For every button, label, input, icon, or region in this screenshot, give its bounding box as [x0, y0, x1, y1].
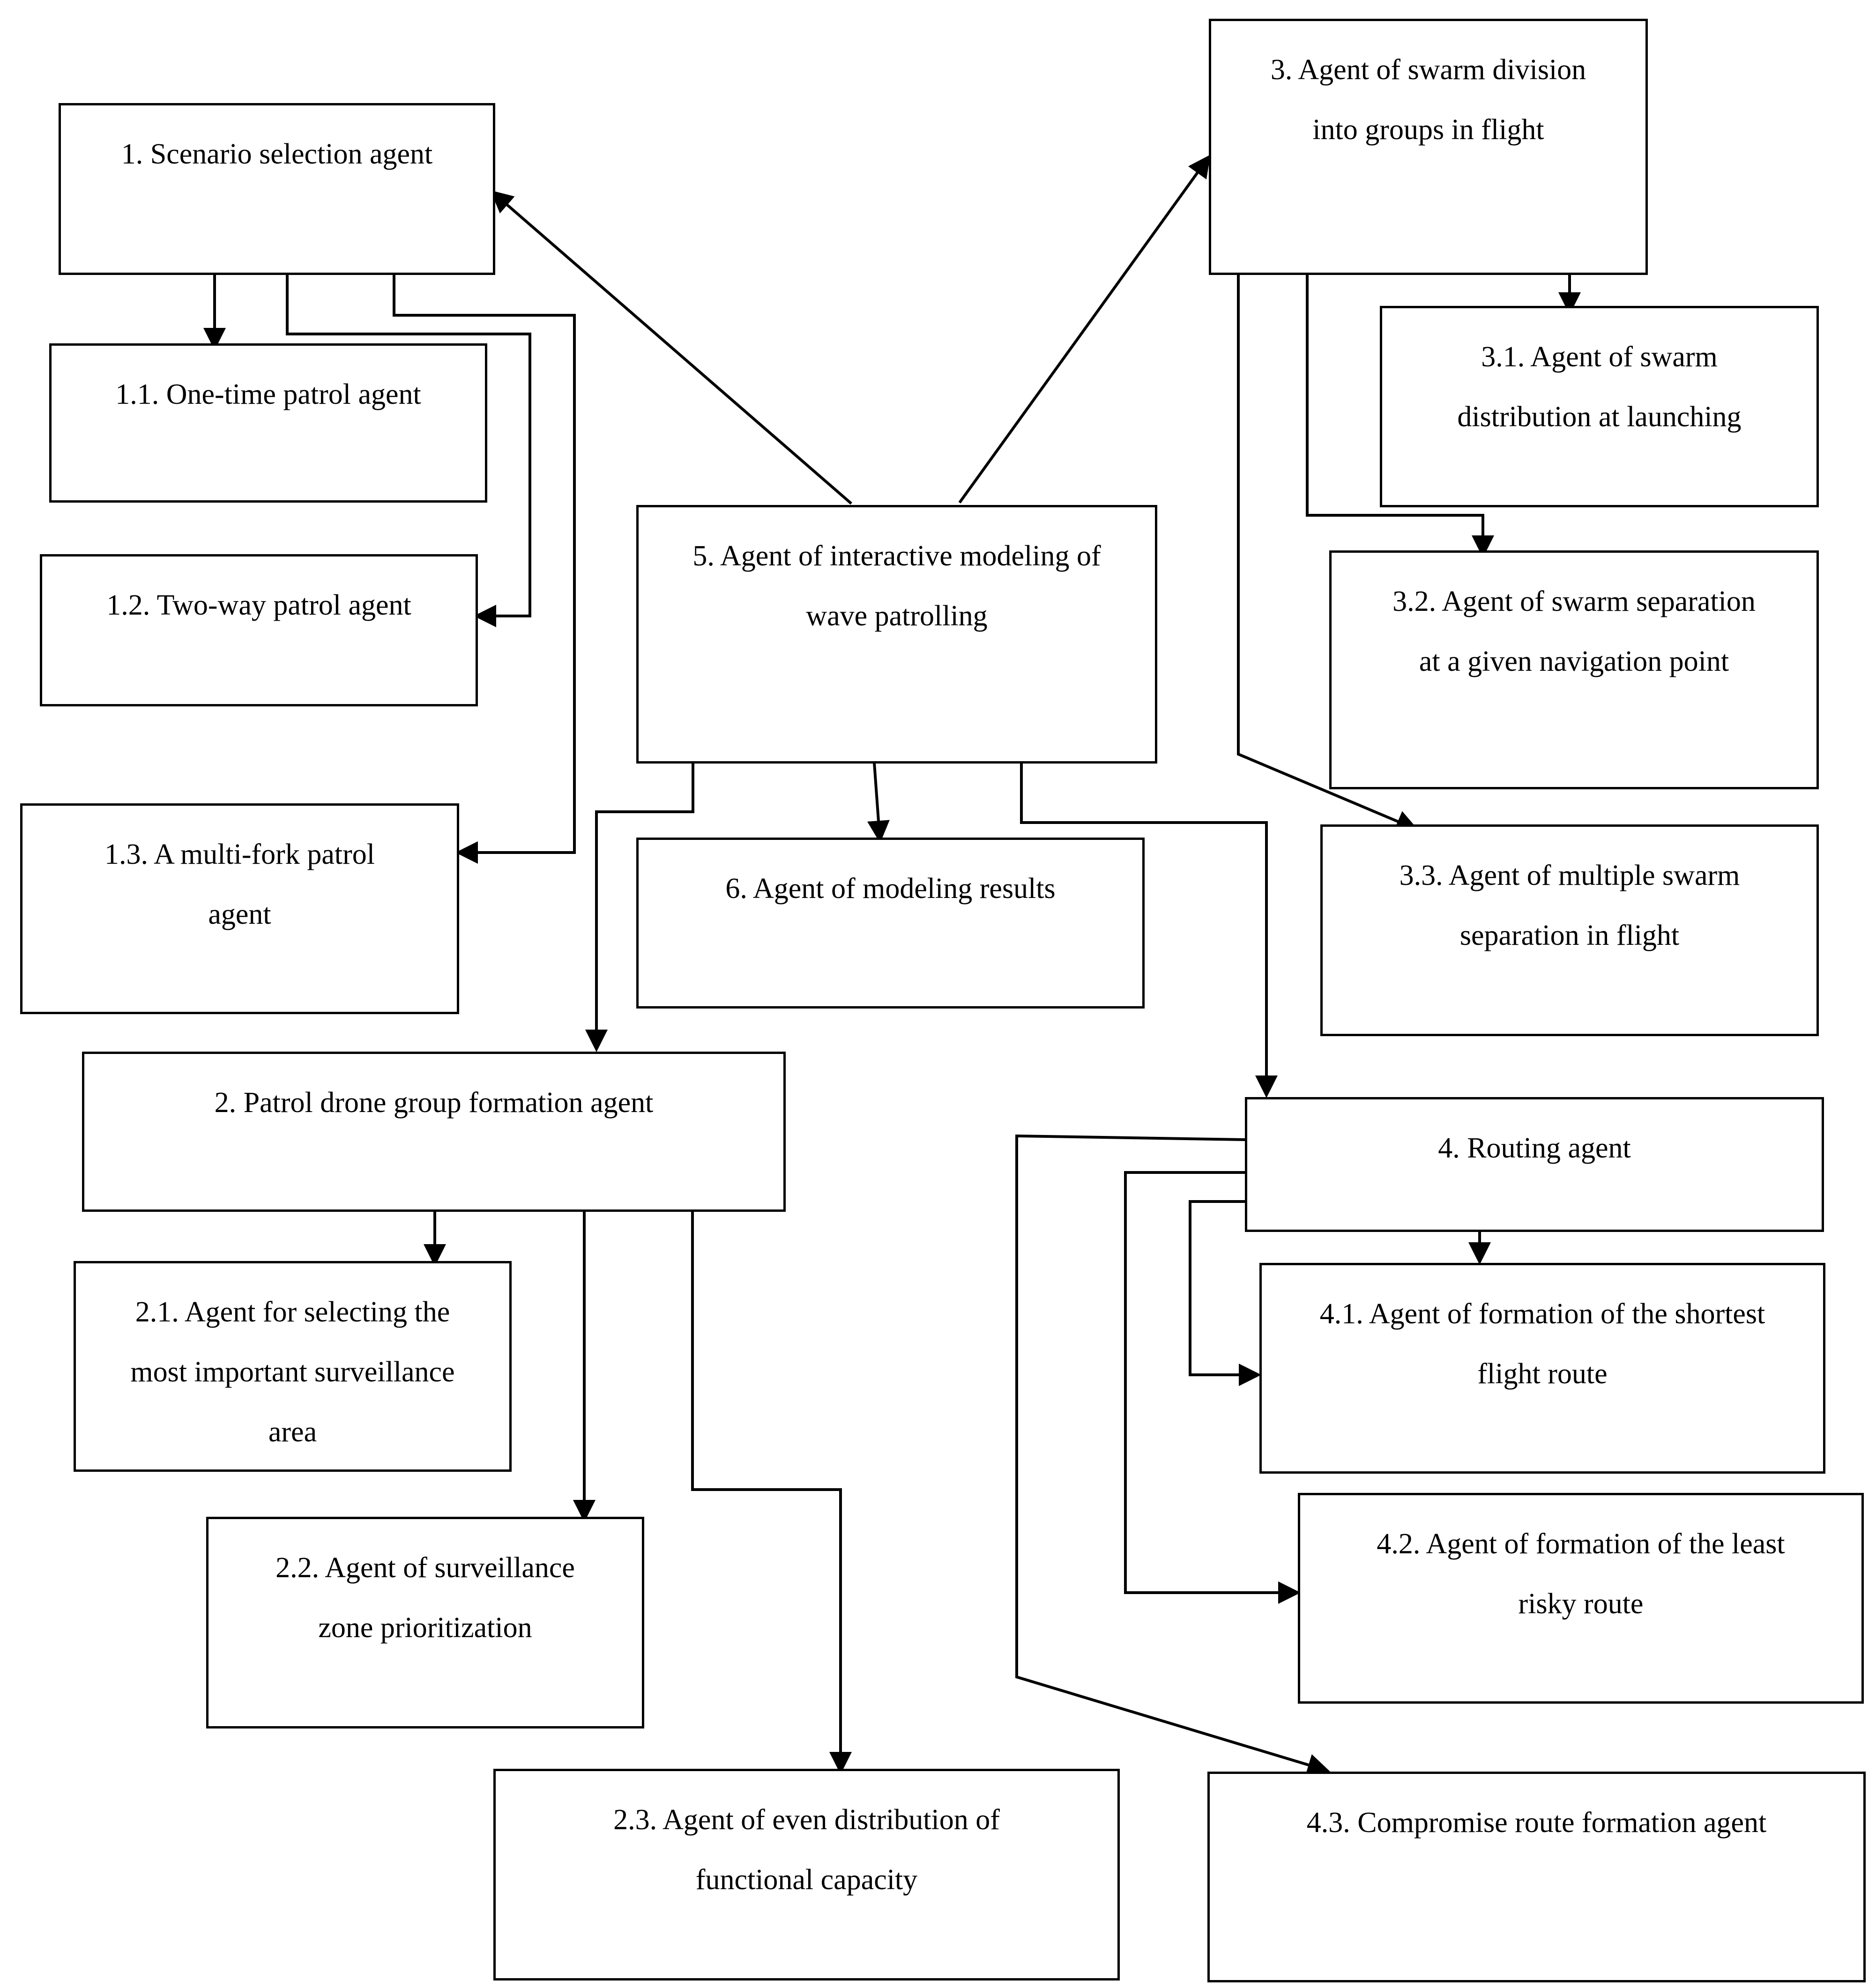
connector-3-to-3-2: [1306, 274, 1494, 558]
node-3-1-line1: 3.1. Agent of swarm: [1481, 341, 1718, 373]
node-6-line1: 6. Agent of modeling results: [725, 873, 1056, 905]
node-2-1-line3: area: [268, 1416, 317, 1448]
node-3-line2: into groups in flight: [1312, 114, 1544, 146]
node-4-1-shortest-route: 4.1. Agent of formation of the shortest …: [1259, 1263, 1825, 1474]
node-1-scenario-selection: 1. Scenario selection agent: [59, 103, 495, 275]
connector-5-to-4: [1020, 763, 1278, 1098]
connector-1-to-1-3: [393, 274, 576, 864]
node-1-2-line1: 1.2. Two-way patrol agent: [106, 589, 411, 621]
node-6-modeling-results: 6. Agent of modeling results: [636, 838, 1145, 1009]
connector-5-to-6: [867, 763, 890, 843]
node-3-2-line1: 3.2. Agent of swarm separation: [1392, 586, 1756, 617]
node-3-1-distribution-at-launching: 3.1. Agent of swarm distribution at laun…: [1380, 306, 1819, 507]
node-3-3-multiple-separation: 3.3. Agent of multiple swarm separation …: [1320, 824, 1819, 1036]
node-3-line1: 3. Agent of swarm division: [1270, 54, 1586, 86]
node-2-patrol-drone-group-formation: 2. Patrol drone group formation agent: [82, 1052, 786, 1212]
connector-4-to-4-2: [1124, 1171, 1301, 1604]
node-2-line1: 2. Patrol drone group formation agent: [214, 1087, 654, 1119]
node-2-2-zone-prioritization: 2.2. Agent of surveillance zone prioriti…: [206, 1517, 644, 1728]
node-2-3-even-distribution: 2.3. Agent of even distribution of funct…: [493, 1769, 1120, 1981]
node-5-line2: wave patrolling: [806, 600, 988, 632]
connector-5-to-2: [585, 763, 694, 1052]
node-3-2-line2: at a given navigation point: [1419, 645, 1729, 677]
node-4-2-line2: risky route: [1518, 1588, 1644, 1620]
node-3-1-line2: distribution at launching: [1457, 401, 1742, 433]
node-1-2-two-way-patrol: 1.2. Two-way patrol agent: [40, 554, 478, 706]
node-5-interactive-modeling: 5. Agent of interactive modeling of wave…: [636, 505, 1157, 764]
node-1-3-line2: agent: [208, 898, 271, 930]
connector-4-to-4-3: [1015, 1134, 1330, 1776]
node-2-3-line1: 2.3. Agent of even distribution of: [613, 1804, 1000, 1836]
node-2-1-line2: most important surveillance: [130, 1356, 455, 1388]
node-4-3-line1: 4.3. Compromise route formation agent: [1306, 1807, 1767, 1839]
node-3-3-line1: 3.3. Agent of multiple swarm: [1399, 860, 1740, 891]
node-5-line1: 5. Agent of interactive modeling of: [692, 540, 1101, 572]
node-4-routing: 4. Routing agent: [1245, 1097, 1824, 1232]
connector-3-to-3-3: [1237, 274, 1419, 832]
node-3-swarm-division: 3. Agent of swarm division into groups i…: [1209, 19, 1648, 275]
node-3-3-line2: separation in flight: [1459, 920, 1680, 951]
node-1-1-one-time-patrol: 1.1. One-time patrol agent: [49, 343, 487, 503]
connector-5-to-1: [490, 190, 852, 505]
node-4-line1: 4. Routing agent: [1438, 1132, 1631, 1164]
node-2-1-line1: 2.1. Agent for selecting the: [135, 1296, 450, 1328]
node-2-2-line2: zone prioritization: [318, 1612, 532, 1644]
node-3-2-separation-at-navigation-point: 3.2. Agent of swarm separation at a give…: [1329, 550, 1819, 789]
node-4-2-least-risky-route: 4.2. Agent of formation of the least ris…: [1298, 1493, 1864, 1704]
connector-5-to-3: [958, 155, 1211, 504]
node-1-line1: 1. Scenario selection agent: [121, 138, 433, 170]
node-1-3-line1: 1.3. A multi-fork patrol: [104, 838, 375, 870]
connector-4-to-4-1: [1189, 1200, 1261, 1386]
node-4-1-line1: 4.1. Agent of formation of the shortest: [1319, 1298, 1765, 1330]
node-2-1-most-important-area: 2.1. Agent for selecting the most import…: [74, 1261, 512, 1472]
node-4-1-line2: flight route: [1477, 1358, 1608, 1390]
node-2-3-line2: functional capacity: [695, 1864, 918, 1896]
connector-1-to-1-2: [286, 274, 531, 627]
node-1-1-line1: 1.1. One-time patrol agent: [115, 378, 421, 410]
node-4-3-compromise-route: 4.3. Compromise route formation agent: [1207, 1772, 1866, 1982]
node-1-3-multi-fork-patrol: 1.3. A multi-fork patrol agent: [20, 803, 459, 1014]
connector-2-to-2-3: [691, 1212, 852, 1774]
node-4-2-line1: 4.2. Agent of formation of the least: [1377, 1528, 1785, 1560]
node-2-2-line1: 2.2. Agent of surveillance: [275, 1552, 575, 1584]
